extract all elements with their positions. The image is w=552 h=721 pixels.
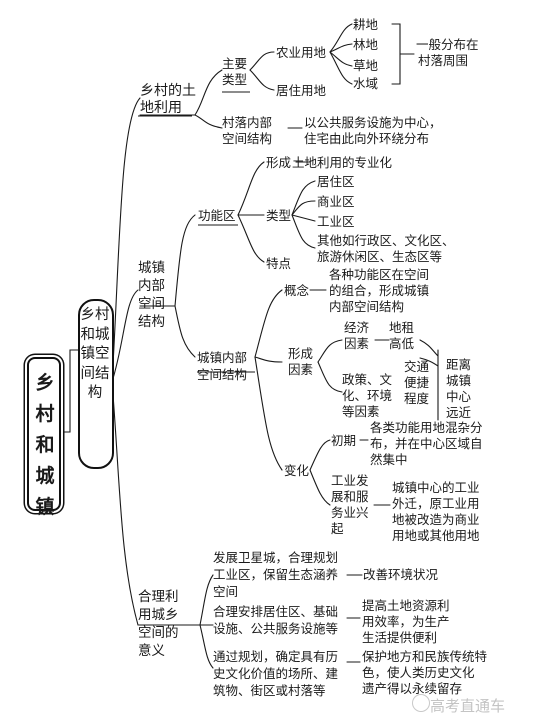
early-stage-line2: 布，并在中心区域自: [370, 436, 483, 451]
plan-title-line3: 空间的: [138, 625, 179, 641]
plan-row3-line1: 通过规划，确定具有历: [213, 649, 339, 664]
change-label: 变化: [284, 463, 310, 478]
rent-label: 地租: [389, 320, 415, 335]
village-structure-desc-line2: 住宅由此向外环绕分布: [304, 131, 430, 146]
type-label: 类型: [266, 208, 292, 223]
zone-type-2: 工业区: [317, 214, 355, 229]
concept-label: 概念: [284, 283, 310, 298]
zone-type-1: 商业区: [317, 194, 355, 209]
industry-line4: 起: [331, 521, 344, 536]
plan-row2-result-line3: 生活提供便利: [362, 630, 438, 645]
high-low-label: 高低: [389, 336, 415, 351]
plan-row1-result: 改善环境状况: [363, 567, 439, 582]
crop-item-1: 林地: [353, 37, 379, 52]
distance-line1: 距离: [446, 357, 472, 372]
industry-line2: 展和服: [331, 489, 369, 504]
rural-title-line2: 地利用: [140, 100, 182, 116]
zone-type-0: 居住区: [317, 174, 355, 189]
main-types-line1: 主要: [222, 56, 248, 71]
village-structure-line1: 村落内部: [222, 115, 273, 130]
distance-line4: 远近: [446, 405, 472, 420]
formation-factors-line2: 因素: [288, 362, 314, 377]
topic-node: 乡村和城镇空间结构: [80, 307, 110, 401]
plan-row2-line1: 合理安排居住区、基础: [213, 604, 339, 619]
plan-row3-result-line3: 遗产得以永续留存: [362, 681, 463, 696]
plan-row3-line2: 史文化价值的场所、建: [213, 666, 339, 681]
crop-item-2: 草地: [353, 58, 379, 73]
concept-desc-line3: 内部空间结构: [329, 299, 405, 314]
urban-title-line4: 结构: [138, 314, 165, 330]
distribution-line1: 一般分布在: [416, 37, 479, 52]
plan-row3-line3: 筑物、街区或村落等: [213, 683, 326, 698]
policy-factor-line2: 化、环境: [342, 388, 393, 403]
formation-factors-line1: 形成: [288, 346, 314, 361]
formation-label: 形成: [266, 155, 292, 170]
crop-item-3: 水域: [353, 76, 379, 91]
industry-desc-line2: 外迁，原工业用: [392, 496, 480, 511]
industry-desc-line4: 用地或其他用地: [392, 528, 480, 543]
zone-other-line2: 旅游休闲区、生态区等: [317, 249, 443, 264]
plan-row2-result-line2: 用效率，为生产: [362, 614, 450, 629]
plan-title-line2: 用城乡: [138, 607, 179, 623]
crop-item-0: 耕地: [353, 17, 379, 32]
plan-row1-line1: 发展卫星城，合理规划: [213, 550, 339, 565]
traffic-line3: 程度: [404, 391, 430, 406]
plan-row2-result-line1: 提高土地资源利: [362, 598, 450, 613]
root-node: 乡村和城镇: [35, 372, 55, 518]
industry-line3: 务业兴: [331, 505, 369, 520]
urban-title-line1: 城镇: [138, 260, 165, 276]
industry-desc-line3: 地被改造为商业: [392, 512, 480, 527]
urban-title-line2: 内部: [138, 278, 165, 294]
residential-label: 居住用地: [276, 83, 327, 98]
concept-desc-line2: 的组合，形成城镇: [329, 283, 430, 298]
concept-desc-line1: 各种功能区在空间: [329, 267, 430, 282]
plan-row1-line2: 工业区，保留生态涵养: [213, 567, 339, 582]
spatial-structure-line2: 空间结构: [197, 367, 248, 382]
topic-node-frame: [78, 299, 114, 469]
plan-title-line1: 合理利: [138, 589, 179, 605]
root-node-frame: [27, 357, 61, 511]
village-structure-line2: 空间结构: [222, 131, 273, 146]
distance-line3: 中心: [446, 389, 472, 404]
distance-line2: 城镇: [446, 373, 472, 388]
main-types-line2: 类型: [222, 72, 248, 87]
policy-factor-line3: 等因素: [342, 404, 380, 419]
plan-row2-line2: 设施、公共服务设施等: [213, 621, 339, 636]
plan-row3-result-line2: 色，使人类历史文化: [362, 665, 475, 680]
policy-factor-line1: 政策、文: [342, 372, 393, 387]
early-stage-label: 初期: [331, 433, 357, 448]
plan-row1-line3: 空间: [213, 584, 239, 599]
early-stage-line1: 各类功能用地混杂分: [370, 420, 483, 435]
spatial-structure-line1: 城镇内部: [197, 350, 248, 365]
distribution-line2: 村落周围: [418, 53, 469, 68]
early-stage-line3: 然集中: [370, 452, 408, 467]
watermark: 高考直通车: [430, 697, 506, 715]
village-structure-desc-line1: 以公共服务设施为中心，: [304, 115, 442, 130]
urban-title-line3: 空间: [138, 296, 165, 312]
industry-desc-line1: 城镇中心的工业: [392, 480, 480, 495]
plan-title-line4: 意义: [138, 643, 165, 659]
zone-other-line1: 其他如行政区、文化区、: [317, 233, 455, 248]
plan-row3-result-line1: 保护地方和民族传统特: [362, 649, 488, 664]
traffic-line2: 便捷: [404, 375, 430, 390]
feature-label: 特点: [266, 256, 292, 271]
traffic-line1: 交通: [404, 359, 430, 374]
industry-line1: 工业发: [331, 473, 369, 488]
farmland-label: 农业用地: [276, 45, 327, 60]
formation-desc: 土地利用的专业化: [292, 155, 393, 170]
economic-factor-line2: 因素: [344, 336, 370, 351]
watermark-logo-icon: [412, 694, 430, 712]
function-zone-label: 功能区: [198, 208, 236, 223]
rural-title-line1: 乡村的土: [140, 83, 196, 99]
economic-factor-line1: 经济: [344, 320, 370, 335]
